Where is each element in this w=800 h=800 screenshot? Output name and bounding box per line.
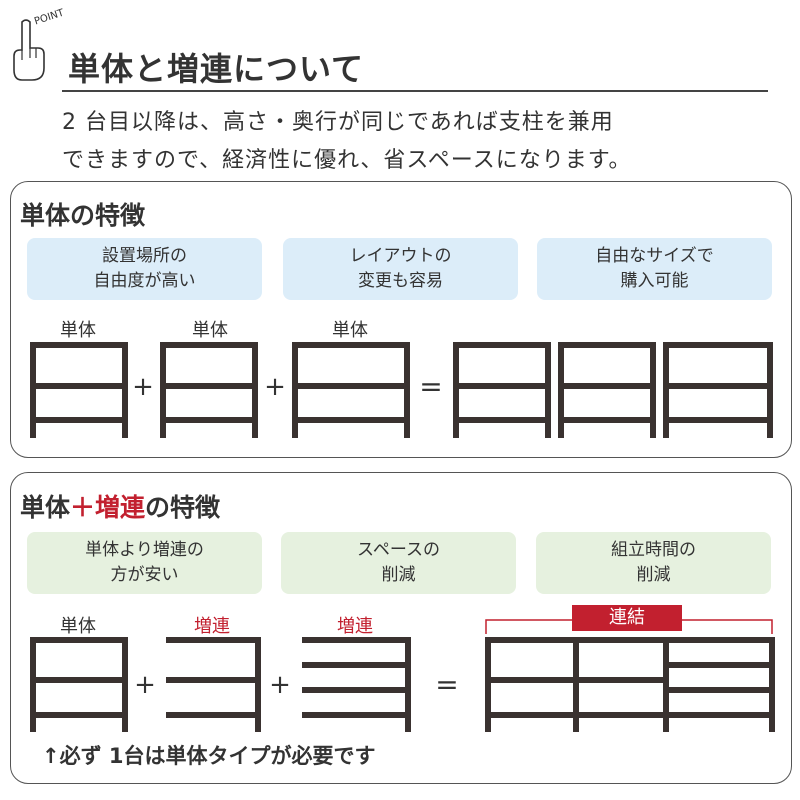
connect-label: 連結 [609, 607, 645, 628]
combo-single-shelf [30, 637, 128, 732]
unit-label-single: 単体 [60, 616, 96, 637]
combo-feature-1: 単体より増連の方が安い [27, 532, 262, 594]
combo-panel-title: 単体＋増連の特徴 [20, 493, 221, 522]
plus-sign: + [132, 372, 154, 402]
single-panel-title: 単体の特徴 [20, 201, 146, 230]
combo-add-shelf-1 [166, 637, 261, 732]
connect-badge [572, 605, 682, 631]
requirement-note: ↑必ず 1台は単体タイプが必要です [42, 744, 376, 768]
single-shelf-2 [160, 342, 258, 438]
pointing-hand-icon [13, 19, 45, 81]
combo-add-shelf-2 [302, 637, 411, 732]
combo-result-shelves [485, 637, 775, 732]
equals-sign: = [419, 370, 443, 403]
combo-feature-3: 組立時間の削減 [536, 532, 771, 594]
plus-sign: + [264, 372, 286, 402]
single-shelf-3 [292, 342, 410, 438]
single-feature-2: レイアウトの変更も容易 [283, 238, 518, 300]
unit-label-add-1: 増連 [194, 616, 230, 637]
unit-label-3: 単体 [332, 320, 368, 341]
unit-label-add-2: 増連 [337, 616, 373, 637]
title-underline [62, 90, 768, 92]
unit-label-1: 単体 [60, 320, 96, 341]
combo-feature-2: スペースの削減 [281, 532, 516, 594]
page-title: 単体と増連について [68, 50, 365, 88]
single-features-panel [10, 181, 792, 458]
plus-sign: + [269, 670, 291, 700]
unit-label-2: 単体 [192, 320, 228, 341]
single-feature-3: 自由なサイズで購入可能 [537, 238, 772, 300]
equals-sign: = [435, 668, 459, 701]
single-result-shelves [453, 342, 773, 438]
single-feature-1: 設置場所の自由度が高い [27, 238, 262, 300]
single-shelf-1 [30, 342, 128, 438]
intro-line-2: できますので、経済性に優れ、省スペースになります。 [62, 148, 632, 173]
plus-sign: + [134, 670, 156, 700]
intro-line-1: 2 台目以降は、高さ・奥行が同じであれば支柱を兼用 [62, 110, 614, 135]
